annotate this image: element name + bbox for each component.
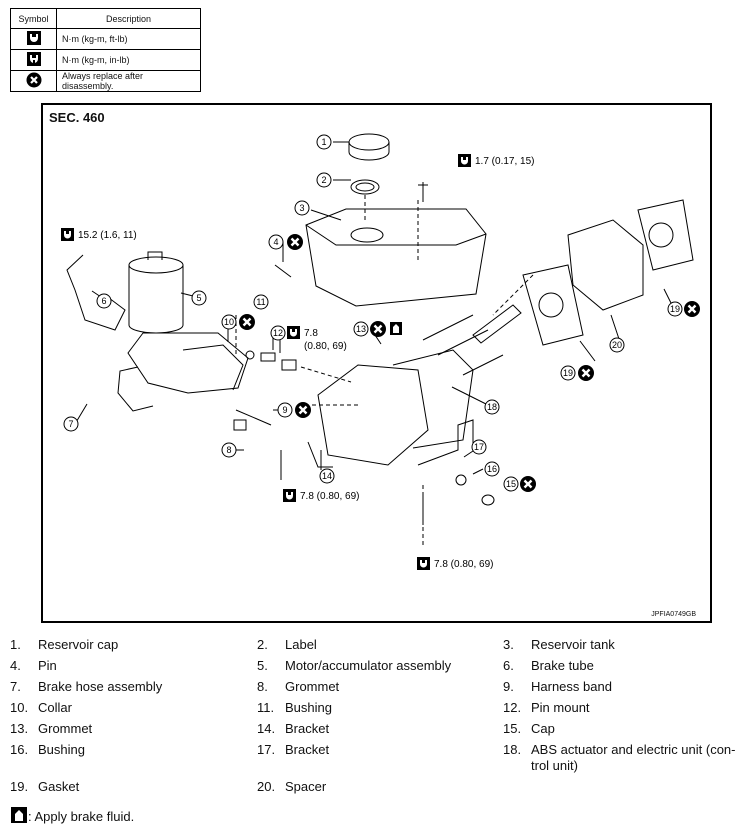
svg-text:17: 17 (474, 442, 484, 452)
legend-header-description: Description (56, 8, 201, 29)
callout-8: 8 (221, 442, 237, 458)
svg-text:20: 20 (612, 340, 622, 350)
svg-text:10: 10 (224, 317, 234, 327)
callout-6: 6 (96, 293, 112, 309)
svg-text:1: 1 (321, 137, 326, 147)
figure-code: JPFIA0749GB (651, 611, 696, 618)
torque-spec: 15.2 (1.6, 11) (78, 230, 137, 241)
always-replace-icon (293, 400, 313, 420)
callout-10: 10 (221, 314, 237, 330)
callout-16: 16 (484, 461, 500, 477)
svg-text:12: 12 (273, 328, 283, 338)
callout-group: 1 2 3 4 5 6 7 8 9 10 11 12 13 14 15 16 1… (63, 134, 683, 492)
brake-fluid-note: : Apply brake fluid. (10, 806, 134, 824)
callout-12: 12 (270, 325, 286, 341)
callout-2: 2 (316, 172, 332, 188)
always-replace-icon (368, 319, 388, 339)
svg-text:8: 8 (226, 445, 231, 455)
svg-text:15: 15 (506, 479, 516, 489)
brake-fluid-icon (11, 807, 27, 823)
svg-text:19: 19 (563, 368, 573, 378)
torque-wrench-inlb-icon (61, 228, 74, 241)
callout-14: 14 (319, 468, 335, 484)
svg-text:11: 11 (256, 297, 265, 307)
svg-text:16: 16 (487, 464, 497, 474)
svg-text:6: 6 (101, 296, 106, 306)
torque-wrench-inlb-icon (283, 489, 296, 502)
always-replace-icon (237, 312, 257, 332)
brake-fluid-icon (390, 322, 402, 335)
callout-20: 20 (609, 337, 625, 353)
list-item-continuation: trol unit) (531, 758, 578, 773)
torque-wrench-inlb-icon (10, 49, 57, 71)
torque-spec: (0.80, 69) (304, 341, 347, 352)
always-replace-icon (682, 299, 702, 319)
torque-spec: 7.8 (0.80, 69) (434, 559, 493, 570)
legend-desc: N·m (kg-m, in-lb) (56, 49, 201, 71)
callout-19: 19 (667, 301, 683, 317)
svg-text:14: 14 (322, 471, 332, 481)
callout-15: 15 (503, 476, 519, 492)
svg-text:3: 3 (299, 203, 304, 213)
callout-4: 4 (268, 234, 284, 250)
exploded-diagram: SEC. 460 JPFIA0749GB (41, 103, 712, 623)
callout-13: 13 (353, 321, 369, 337)
callout-7: 7 (63, 416, 79, 432)
torque-spec: 7.8 (304, 328, 318, 339)
svg-text:13: 13 (356, 324, 366, 334)
note-text: : Apply brake fluid. (28, 809, 135, 824)
svg-text:9: 9 (282, 405, 287, 415)
svg-text:18: 18 (487, 402, 497, 412)
callout-18: 18 (484, 399, 500, 415)
always-replace-icon (10, 70, 57, 92)
callout-17: 17 (471, 439, 487, 455)
torque-spec: 1.7 (0.17, 15) (475, 156, 534, 167)
legend-desc: Always replace after disassembly. (56, 70, 201, 92)
svg-text:19: 19 (670, 304, 680, 314)
symbol-legend-table: Symbol Description N·m (kg-m, ft-lb) N·m… (10, 8, 201, 92)
callout-1: 1 (316, 134, 332, 150)
callout-19: 19 (560, 365, 576, 381)
torque-wrench-inlb-icon (417, 557, 430, 570)
svg-text:4: 4 (273, 237, 278, 247)
torque-spec: 7.8 (0.80, 69) (300, 491, 359, 502)
legend-desc: N·m (kg-m, ft-lb) (56, 28, 201, 50)
always-replace-icon (576, 363, 596, 383)
parts-illustration: 1 2 3 4 5 6 7 8 9 10 11 12 13 14 15 16 1… (61, 133, 702, 570)
always-replace-icon (518, 474, 538, 494)
torque-wrench-icon (10, 28, 57, 50)
svg-text:2: 2 (321, 175, 326, 185)
legend-header-symbol: Symbol (10, 8, 57, 29)
section-label: SEC. 460 (49, 110, 105, 125)
torque-wrench-inlb-icon (287, 326, 300, 339)
callout-9: 9 (277, 402, 293, 418)
callout-5: 5 (191, 290, 207, 306)
callout-3: 3 (294, 200, 310, 216)
torque-values: 1.7 (0.17, 15) 15.2 (1.6, 11) 7.8 (0.80,… (78, 156, 534, 570)
always-replace-icon (285, 232, 305, 252)
torque-wrench-inlb-icon (458, 154, 471, 167)
svg-text:7: 7 (68, 419, 73, 429)
callout-11: 11 (253, 294, 269, 310)
svg-text:5: 5 (196, 293, 201, 303)
